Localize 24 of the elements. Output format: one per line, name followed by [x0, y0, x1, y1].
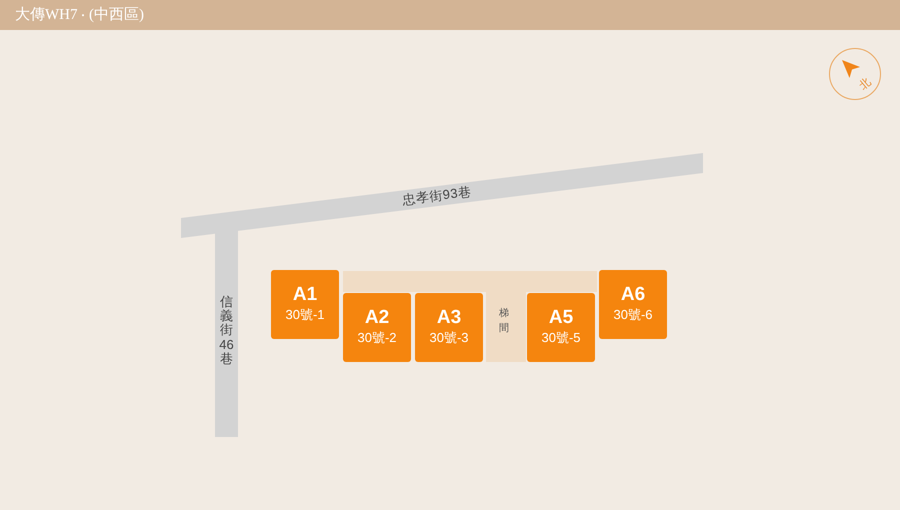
- stairwell-area: [343, 271, 597, 362]
- page-title: 大傳WH7 ‧ (中西區): [15, 6, 144, 24]
- unit-address: 30號-5: [541, 329, 581, 346]
- unit-code: A2: [364, 307, 390, 329]
- unit-code: A1: [292, 284, 318, 306]
- unit-code: A5: [548, 307, 574, 329]
- unit-block: [415, 293, 483, 362]
- unit-block: [271, 270, 339, 339]
- road-band: [215, 238, 238, 437]
- unit-block: [599, 270, 667, 339]
- unit-code: A6: [620, 284, 646, 306]
- unit-address: 30號-6: [613, 306, 653, 323]
- unit-address: 30號-2: [357, 329, 397, 346]
- road-band: [181, 153, 703, 238]
- unit-block: [343, 293, 411, 362]
- street-name: 信義街46巷: [218, 294, 234, 366]
- street-name: 忠孝街93巷: [402, 184, 472, 208]
- compass-ring: [829, 48, 881, 100]
- unit-code: A3: [436, 307, 462, 329]
- stairwell-label: 梯間: [499, 306, 509, 336]
- north-label: 北: [857, 76, 874, 92]
- unit-address: 30號-1: [285, 306, 325, 323]
- unit-block: [527, 293, 595, 362]
- unit-address: 30號-3: [429, 329, 469, 346]
